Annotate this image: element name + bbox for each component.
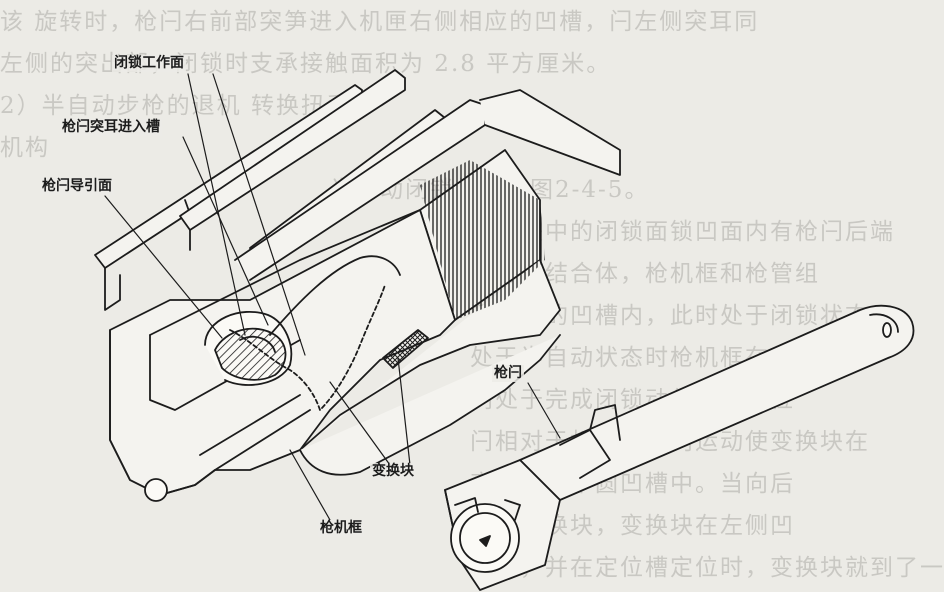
bolt-carrier-part xyxy=(94,69,621,502)
label-guide-surface: 枪闩导引面 xyxy=(40,178,114,195)
leader-lines xyxy=(104,73,561,521)
label-locking-surface: 闭锁工作面 xyxy=(112,55,186,72)
bleed-line: 该 旋转时，枪闩右前部突笋进入机匣右侧相应的凹槽，闩左侧突耳同 xyxy=(0,9,760,35)
bleed-line: 闩入，并在定位槽定位时，变换块就到了一个 xyxy=(470,555,944,581)
label-lug-groove: 枪闩突耳进入槽 xyxy=(60,119,162,136)
bleed-line: 2）半自动步枪的退机 转换扭手 xyxy=(0,93,351,119)
bleed-line: 左侧的突出部，闭锁时支承接触面积为 2.8 平方厘米。 xyxy=(0,51,612,77)
label-switch-block: 变换块 xyxy=(370,463,416,480)
bolt-part xyxy=(444,304,915,591)
label-bolt: 枪闩 xyxy=(492,365,524,382)
bleed-line: 机构 xyxy=(0,135,50,161)
label-bolt-carrier: 枪机框 xyxy=(318,520,364,537)
